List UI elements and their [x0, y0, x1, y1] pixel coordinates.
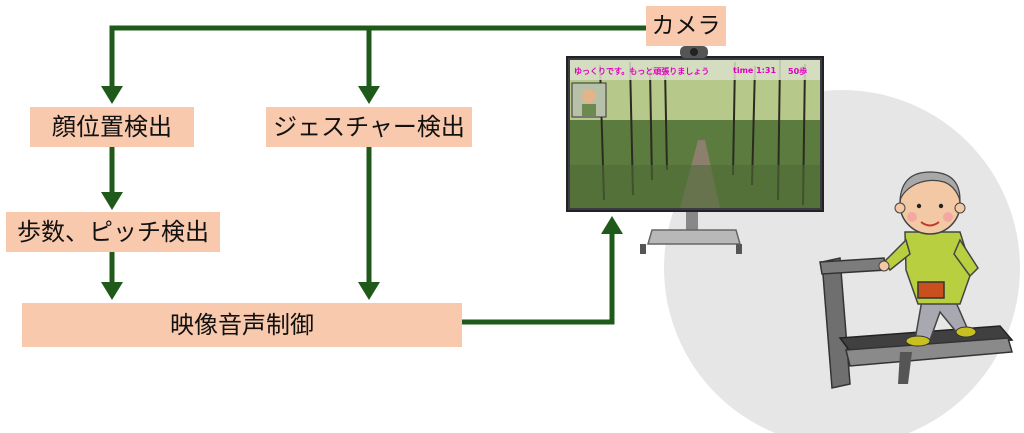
monitor-time: time 1:31: [733, 66, 777, 75]
face-detection-box: 顔位置検出: [30, 107, 194, 147]
gesture-detection-label: ジェスチャー検出: [273, 113, 465, 141]
av-control-label: 映像音声制御: [170, 311, 314, 339]
step-pitch-detection-box: 歩数、ピッチ検出: [6, 212, 220, 252]
camera-box: カメラ: [646, 6, 726, 46]
av-control-box: 映像音声制御: [22, 303, 462, 347]
monitor-message: ゆっくりです。もっと頑張りましょう: [574, 67, 710, 76]
camera-label: カメラ: [651, 12, 721, 39]
person-walking: [878, 171, 979, 347]
monitor: [566, 56, 824, 212]
arrow-heads: [101, 86, 623, 300]
gesture-detection-box: ジェスチャー検出: [266, 107, 472, 147]
tv-stand: [640, 212, 742, 254]
flow-arrows: [109, 25, 646, 325]
arrow-camera-to-detectors-line: [109, 25, 646, 88]
step-pitch-detection-label: 歩数、ピッチ検出: [17, 218, 209, 246]
monitor-steps: 50歩: [788, 67, 808, 76]
camera-device: [680, 46, 708, 58]
face-detection-label: 顔位置検出: [52, 113, 172, 141]
arrow-av-to-monitor: [462, 232, 615, 325]
